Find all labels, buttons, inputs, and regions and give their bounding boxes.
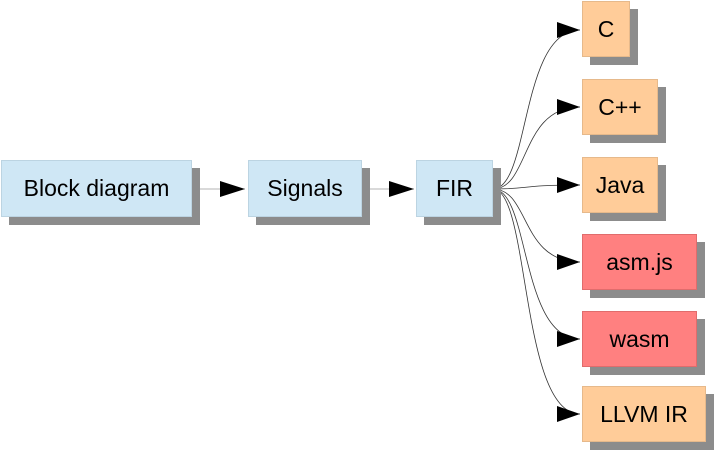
node-llvm-ir: LLVM IR <box>582 386 706 442</box>
edge-arrowhead-signals <box>220 181 245 197</box>
edge-arrowhead-fir <box>389 181 414 197</box>
node-c: C <box>582 1 630 57</box>
edge-fir-to-c <box>492 29 581 190</box>
node-java: Java <box>582 157 658 213</box>
node-block-diagram: Block diagram <box>1 160 192 217</box>
node-wasm: wasm <box>582 311 697 367</box>
edge-fir-to-asmjs <box>492 188 581 263</box>
node-asmjs: asm.js <box>582 234 697 290</box>
edge-arrowhead-java <box>557 177 580 193</box>
edge-arrowhead-cpp <box>557 99 580 115</box>
edge-arrowhead-wasm <box>557 331 580 347</box>
node-signals: Signals <box>248 160 362 217</box>
node-fir: FIR <box>416 160 493 217</box>
edge-arrowhead-llvm-ir <box>557 406 580 422</box>
edge-arrowhead-asmjs <box>557 254 580 270</box>
edge-fir-to-cpp <box>492 106 581 190</box>
node-cpp: C++ <box>582 79 658 135</box>
edge-arrowhead-c <box>557 22 580 38</box>
edge-fir-to-llvm-ir <box>492 188 581 415</box>
